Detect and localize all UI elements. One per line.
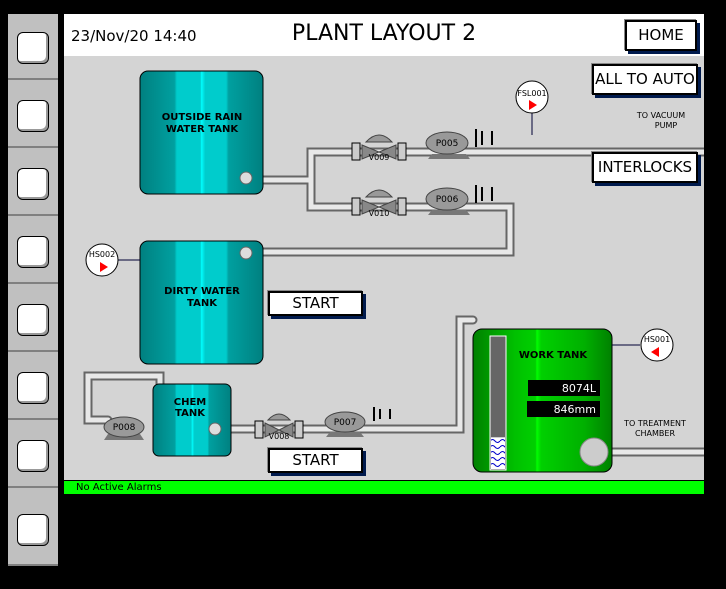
work-tank-level: 846mm <box>554 403 596 416</box>
side-button-8[interactable] <box>8 494 58 566</box>
work-tank-level-fill <box>491 437 505 469</box>
datetime: 23/Nov/20 14:40 <box>71 27 197 45</box>
treatment-label-1: TO TREATMENT <box>623 419 686 428</box>
process-area: OUTSIDE RAIN WATER TANK DIRTY WATER TANK… <box>64 56 704 480</box>
svg-text:FSL001: FSL001 <box>517 89 546 98</box>
valve-v008[interactable]: V008 <box>254 413 304 441</box>
start-button-chem-tank[interactable]: START <box>268 448 363 473</box>
svg-text:P005: P005 <box>436 139 459 149</box>
dirty-tank-label-1: DIRTY WATER <box>164 286 240 297</box>
alarm-bar[interactable]: No Active Alarms <box>64 481 704 494</box>
rain-water-tank <box>139 70 264 195</box>
interlocks-button[interactable]: INTERLOCKS <box>592 152 698 183</box>
pump-p008[interactable]: P008 <box>103 416 145 440</box>
dirty-water-tank <box>139 240 264 365</box>
work-tank-label: WORK TANK <box>519 350 589 361</box>
svg-text:P006: P006 <box>436 195 459 205</box>
hs001-switch[interactable]: HS001 <box>640 328 674 362</box>
vacuum-label-1: TO VACUUM <box>636 111 685 120</box>
header: 23/Nov/20 14:40 PLANT LAYOUT 2 <box>64 14 704 56</box>
side-button-2[interactable] <box>8 82 58 148</box>
svg-text:V008: V008 <box>269 432 290 441</box>
work-tank-level-bar <box>489 335 507 471</box>
pump-p006[interactable]: P006 <box>425 187 470 215</box>
rain-tank-label-2: WATER TANK <box>166 124 240 135</box>
vacuum-label-2: PUMP <box>655 121 678 130</box>
svg-text:HS001: HS001 <box>644 335 670 344</box>
chem-tank <box>152 383 232 457</box>
treatment-label-2: CHAMBER <box>635 429 676 438</box>
page-title: PLANT LAYOUT 2 <box>291 21 477 46</box>
pump-p005[interactable]: P005 <box>425 131 470 159</box>
side-button-panel <box>8 14 58 566</box>
pump-p007[interactable]: P007 <box>324 411 366 437</box>
home-button[interactable]: HOME <box>625 20 697 51</box>
valve-v009[interactable]: V009 <box>351 134 407 162</box>
side-button-3[interactable] <box>8 150 58 216</box>
side-button-4[interactable] <box>8 218 58 284</box>
side-button-1[interactable] <box>8 14 58 80</box>
chem-tank-label-1: CHEM <box>174 397 207 408</box>
svg-text:V010: V010 <box>369 209 390 218</box>
side-button-6[interactable] <box>8 354 58 420</box>
svg-text:HS002: HS002 <box>89 250 115 259</box>
rain-tank-label-1: OUTSIDE RAIN <box>162 112 243 123</box>
work-tank <box>472 328 613 473</box>
chem-tank-label-2: TANK <box>175 408 206 419</box>
side-button-7[interactable] <box>8 422 58 488</box>
side-button-5[interactable] <box>8 286 58 352</box>
work-tank-volume: 8074L <box>562 382 597 395</box>
svg-text:V009: V009 <box>369 153 390 162</box>
all-to-auto-button[interactable]: ALL TO AUTO <box>592 64 698 95</box>
svg-text:P007: P007 <box>334 418 357 428</box>
hs002-switch[interactable]: HS002 <box>85 243 119 277</box>
start-button-dirty-tank[interactable]: START <box>268 291 363 316</box>
dirty-tank-label-2: TANK <box>187 298 218 309</box>
fsl001-switch[interactable]: FSL001 <box>515 80 549 114</box>
valve-v010[interactable]: V010 <box>351 189 407 218</box>
svg-text:P008: P008 <box>113 423 136 433</box>
